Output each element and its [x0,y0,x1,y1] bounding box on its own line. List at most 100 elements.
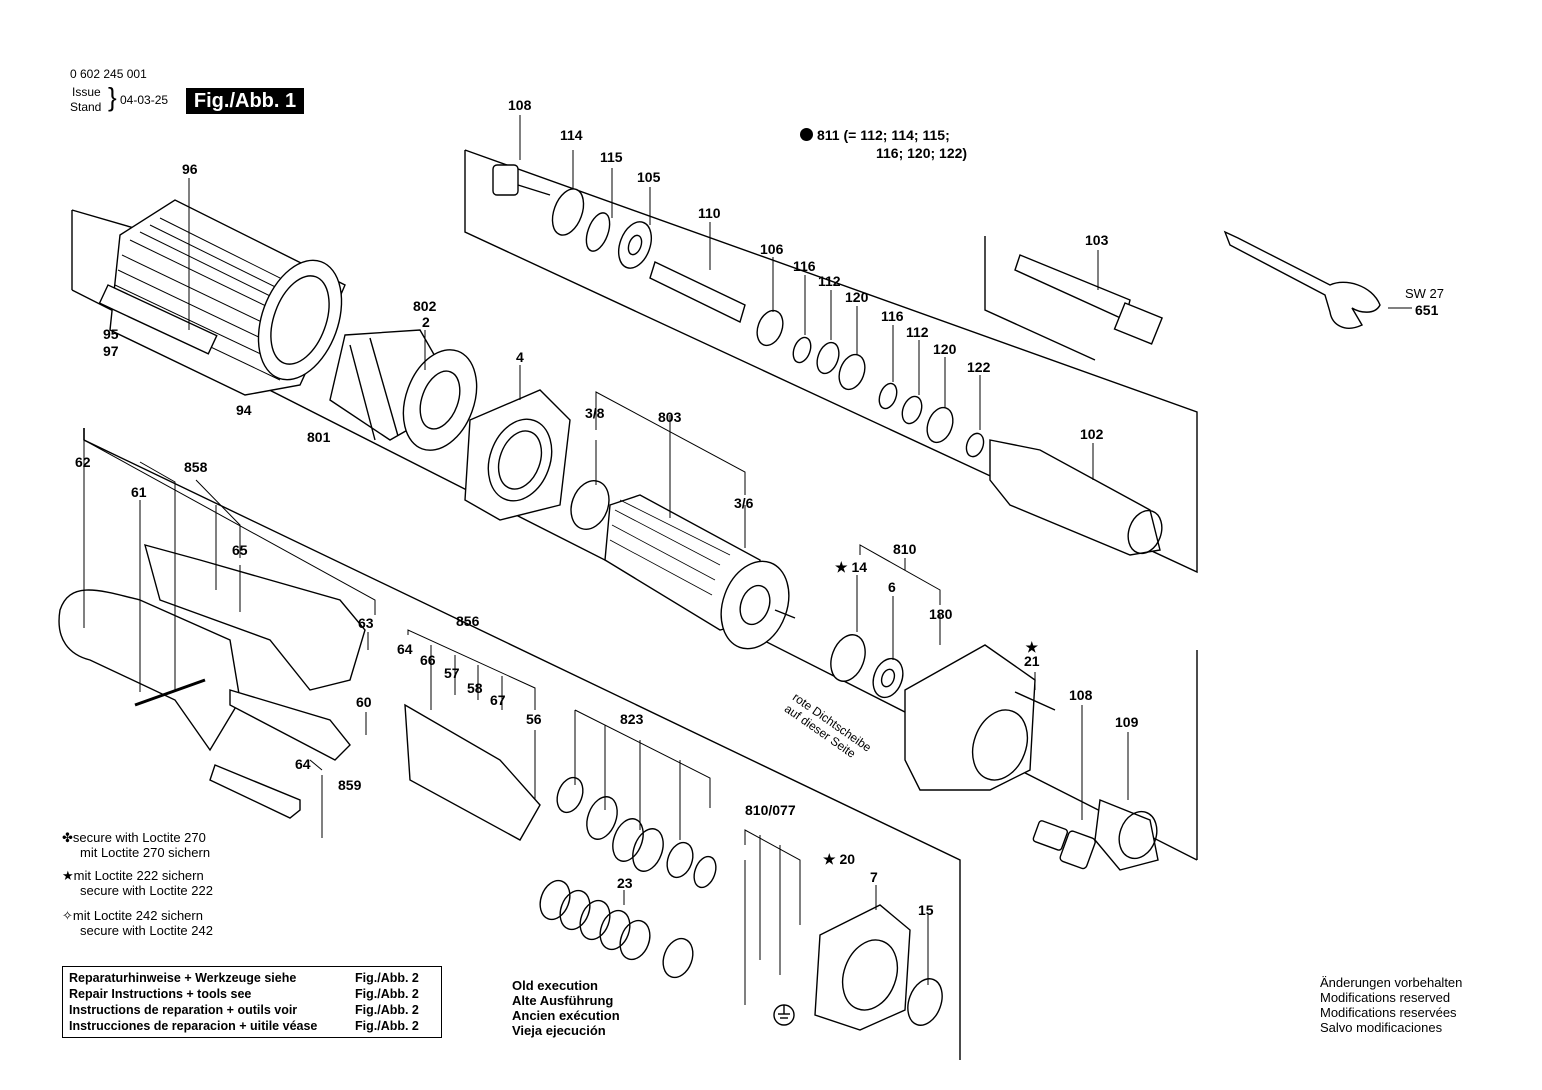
star-icon: ★ [1025,639,1039,655]
callout-97: 97 [103,343,119,359]
star-icon: ★ [835,559,852,575]
callout-58: 58 [467,680,483,696]
repair-ref-es: Fig./Abb. 2 [355,1019,419,1033]
callout-sw27: SW 27 [1405,286,1445,301]
callout-7: 7 [870,869,878,885]
callout-102: 102 [1080,426,1104,442]
callout-108-top: 108 [508,97,532,113]
callout-120-a: 120 [845,289,869,305]
field-coil [329,329,478,451]
callout-21: ★21 [1024,639,1040,669]
collet-nut [1014,254,1163,345]
spindle-parts [492,164,985,458]
callout-62: 62 [75,454,91,470]
old-execution-parts [539,879,694,979]
callout-856: 856 [456,613,480,629]
callout-3-6: 3/6 [734,495,754,511]
callout-2: 2 [422,314,430,330]
repair-row-en: Repair Instructions + tools see [69,987,252,1001]
callout-3-8: 3/8 [585,405,605,421]
callout-116-a: 116 [793,258,816,274]
gear-housing [989,439,1163,556]
legend-loctite-270: ✤secure with Loctite 270 mit Loctite 270… [62,830,211,860]
filled-dot-icon [800,128,813,141]
callout-109: 109 [1115,714,1139,730]
callout-105: 105 [637,169,661,185]
callout-180: 180 [929,606,953,622]
repair-ref-fr: Fig./Abb. 2 [355,1003,419,1017]
callout-803: 803 [658,409,682,425]
callout-15: 15 [918,902,934,918]
callout-859: 859 [338,777,362,793]
callout-23: 23 [617,875,633,891]
star-icon: ★ [823,851,840,867]
repair-ref-de: Fig./Abb. 2 [355,971,419,985]
issue-date: 04-03-25 [120,93,169,107]
callout-64-b: 64 [295,756,311,772]
brace: } [108,82,117,112]
callout-20: ★ 20 [823,851,856,867]
stand-label: Stand [70,100,102,114]
upper-group-frame [464,149,1198,574]
callout-112-b: 112 [906,324,929,340]
bearing-shield [464,389,571,521]
repair-row-fr: Instructions de reparation + outils voir [69,1003,298,1017]
repair-info-box: Reparaturhinweise + Werkzeuge siehe Fig.… [62,966,442,1038]
callout-651: 651 [1415,302,1439,318]
callout-120-b: 120 [933,341,957,357]
gear-cover [904,644,1036,791]
motor-housing [98,199,346,396]
callout-810-077: 810/077 [745,802,796,818]
star-icon: ★ [62,868,74,883]
callout-116-b: 116 [881,308,904,324]
set-note-line2: 116; 120; 122) [876,145,968,161]
modifications-note: Änderungen vorbehalten Modifications res… [1320,975,1463,1035]
callout-67: 67 [490,692,506,708]
callout-60: 60 [356,694,372,710]
front-flange [814,904,943,1031]
callout-56: 56 [526,711,542,727]
callout-94: 94 [236,402,252,418]
callout-810: 810 [893,541,917,557]
callout-96: 96 [182,161,198,177]
callout-106: 106 [760,241,784,257]
switch-and-cord [209,689,541,841]
set-note-line1: 811 (= 112; 114; 115; [800,128,950,142]
callout-801: 801 [307,429,331,445]
repair-row-de: Reparaturhinweise + Werkzeuge siehe [69,971,297,985]
callout-4: 4 [516,349,524,365]
callout-64-a: 64 [397,641,413,657]
callout-66: 66 [420,652,436,668]
ground-icon [773,1004,795,1026]
callout-14: ★ 14 [835,559,868,575]
bearing-set [830,634,904,699]
figure-label: Fig./Abb. 1 [186,88,304,114]
leader-lines [83,115,1412,1005]
callout-110: 110 [698,205,721,221]
callout-858: 858 [184,459,208,475]
callout-61: 61 [131,484,147,500]
repair-ref-en: Fig./Abb. 2 [355,987,419,1001]
callout-65: 65 [232,542,248,558]
callout-57: 57 [444,665,460,681]
legend-loctite-222: ★mit Loctite 222 sichern secure with Loc… [62,868,213,898]
callout-108-bottom: 108 [1069,687,1093,703]
callout-112-a: 112 [818,273,841,289]
legend-loctite-242: ✧mit Loctite 242 sichern secure with Loc… [62,908,213,938]
callout-63: 63 [358,615,374,631]
callout-115: 115 [600,149,623,165]
callout-6: 6 [888,579,896,595]
callout-95: 95 [103,326,119,342]
open-star-icon: ✧ [62,908,73,923]
callout-114: 114 [560,127,583,143]
issue-label: Issue [72,85,101,99]
brush-holder-rings [556,776,717,889]
callout-802: 802 [413,298,437,314]
armature [570,480,796,650]
callout-103: 103 [1085,232,1109,248]
wrench [1223,230,1381,329]
spindle-lock-parts [1032,799,1159,871]
old-execution-note: Old execution Alte Ausführung Ancien exé… [512,978,620,1038]
clover-icon: ✤ [62,830,73,845]
